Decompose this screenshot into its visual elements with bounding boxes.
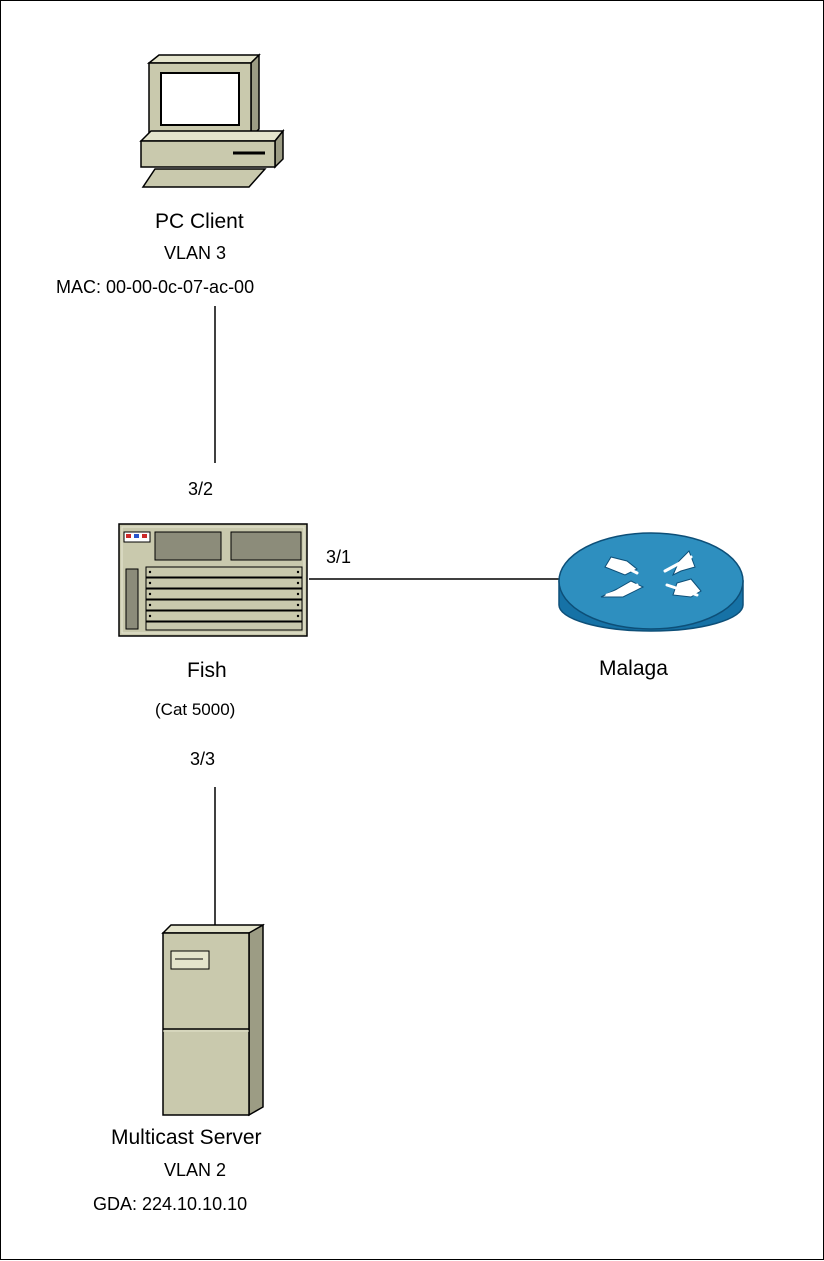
- switch-model: (Cat 5000): [155, 700, 236, 719]
- server-vlan: VLAN 2: [164, 1160, 227, 1180]
- router-icon: [558, 532, 744, 632]
- desktop-computer-icon: [139, 53, 285, 188]
- switch-port-router: 3/1: [326, 547, 352, 567]
- switch-port-client: 3/2: [188, 479, 214, 499]
- switch-port-server: 3/3: [190, 749, 216, 769]
- tower-server-icon: [161, 923, 265, 1117]
- catalyst-switch-icon: [118, 523, 308, 637]
- server-name: Multicast Server: [111, 1126, 262, 1149]
- pc-client-mac: MAC: 00-00-0c-07-ac-00: [56, 277, 255, 297]
- pc-client-vlan: VLAN 3: [164, 243, 227, 263]
- pc-client-name: PC Client: [155, 210, 244, 233]
- server-gda: GDA: 224.10.10.10: [93, 1194, 248, 1214]
- router-name: Malaga: [599, 657, 668, 680]
- switch-name: Fish: [187, 659, 227, 682]
